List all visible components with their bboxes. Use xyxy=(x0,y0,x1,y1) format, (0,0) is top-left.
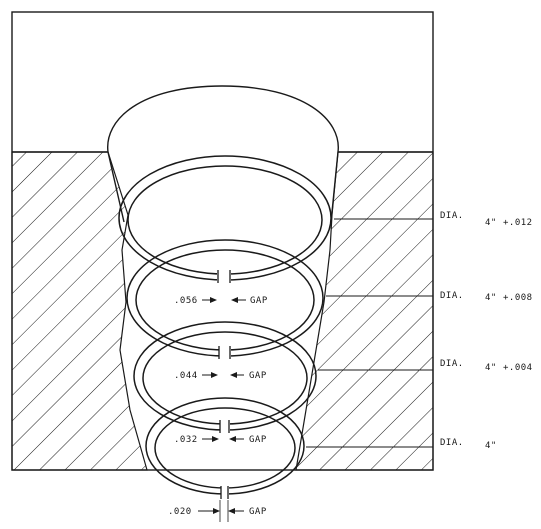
dia-leader-lines xyxy=(306,218,433,448)
dia-label-1: DIA. xyxy=(440,211,464,221)
gap-value-3: .032 xyxy=(174,435,198,445)
left-wall-hatch xyxy=(11,151,148,471)
gap-arrow-1 xyxy=(202,297,246,303)
dia-label-2: DIA. xyxy=(440,291,464,301)
gap-value-4: .020 xyxy=(168,507,192,517)
gap-value-1: .056 xyxy=(174,296,198,306)
right-wall-hatch xyxy=(295,151,434,471)
gap-label-4: GAP xyxy=(249,507,267,517)
gap-arrow-2 xyxy=(202,372,244,378)
gap-value-2: .044 xyxy=(174,371,198,381)
dia-size-3: 4" xyxy=(485,363,497,373)
gap-label-3: GAP xyxy=(249,435,267,445)
piston-ring-4 xyxy=(145,397,305,500)
gap-label-1: GAP xyxy=(250,296,268,306)
gap-arrow-4 xyxy=(198,500,244,522)
dia-label-4: DIA. xyxy=(440,438,464,448)
piston-ring-1 xyxy=(118,155,332,284)
dia-tolerance-3: +.004 xyxy=(503,363,533,373)
tapered-bore xyxy=(107,85,339,223)
piston-ring-2 xyxy=(126,239,324,360)
dia-size-1: 4" xyxy=(485,218,497,228)
gap-arrow-3 xyxy=(202,436,244,442)
gap-label-2: GAP xyxy=(249,371,267,381)
dia-label-3: DIA. xyxy=(440,359,464,369)
dia-size-4: 4" xyxy=(485,441,497,451)
dia-tolerance-1: +.012 xyxy=(503,218,533,228)
dia-tolerance-2: +.008 xyxy=(503,293,533,303)
piston-ring-3 xyxy=(133,321,317,434)
dia-size-2: 4" xyxy=(485,293,497,303)
